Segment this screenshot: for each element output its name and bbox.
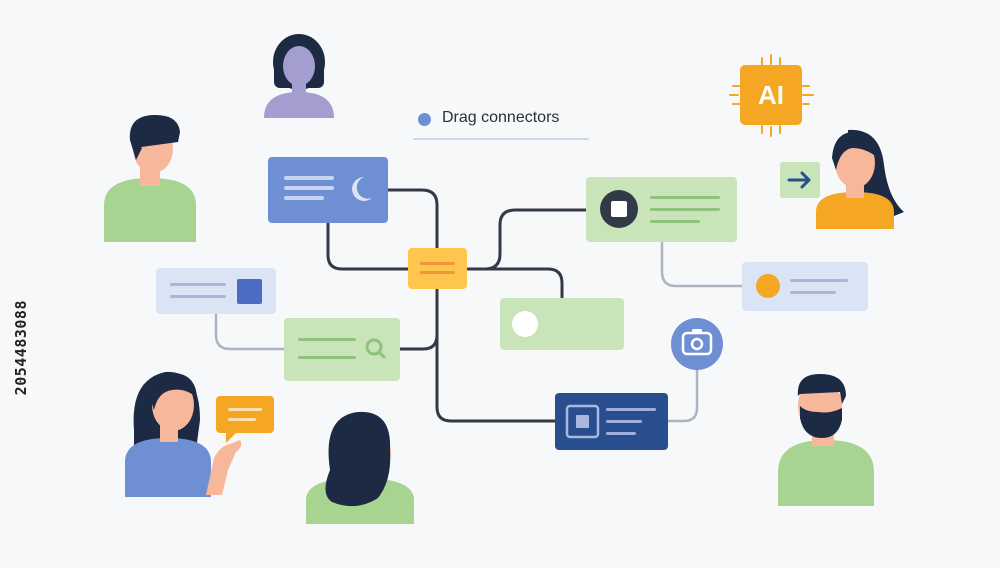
side-identifier: 2054483088 bbox=[12, 300, 30, 396]
square-icon bbox=[237, 279, 262, 304]
person-woman-top bbox=[264, 34, 334, 118]
connector-moon-down-to-hub[interactable] bbox=[326, 220, 410, 271]
connector-navy-to-camera[interactable] bbox=[666, 367, 699, 423]
search-icon bbox=[365, 338, 386, 359]
ai-badge-label: AI bbox=[758, 80, 784, 110]
connector-hub-to-record[interactable] bbox=[465, 267, 564, 300]
person-man-bottom-right bbox=[778, 374, 874, 506]
legend-dot-icon bbox=[418, 113, 431, 126]
node-record[interactable] bbox=[500, 298, 624, 350]
dot-icon bbox=[756, 274, 780, 298]
frame-icon bbox=[565, 404, 600, 439]
ai-chip-icon[interactable]: AI bbox=[729, 54, 814, 137]
legend: Drag connectors bbox=[413, 108, 589, 144]
moon-icon bbox=[352, 177, 372, 201]
connectors-light[interactable] bbox=[214, 240, 744, 423]
person-woman-right bbox=[816, 129, 904, 229]
arrow-right-icon[interactable] bbox=[780, 162, 820, 198]
node-stop[interactable] bbox=[586, 177, 737, 242]
legend-label: Drag connectors bbox=[442, 109, 560, 126]
node-orange-dot[interactable] bbox=[742, 262, 868, 311]
connector-hub-to-stop[interactable] bbox=[465, 208, 588, 271]
chat-bubble-icon[interactable] bbox=[216, 396, 274, 443]
node-moon[interactable] bbox=[268, 157, 388, 223]
connector-moon-to-hub[interactable] bbox=[386, 188, 439, 250]
connectors-dark[interactable] bbox=[326, 188, 588, 423]
node-hub[interactable] bbox=[408, 248, 467, 289]
person-woman-bottom-left bbox=[125, 371, 242, 497]
camera-icon[interactable] bbox=[671, 318, 723, 370]
connector-hub-to-search[interactable] bbox=[398, 287, 439, 351]
record-icon bbox=[512, 311, 538, 337]
person-woman-bottom-center bbox=[306, 411, 414, 524]
node-navy[interactable] bbox=[555, 393, 668, 450]
connector-search-to-blue[interactable] bbox=[214, 311, 286, 351]
connector-stop-to-orange[interactable] bbox=[660, 240, 744, 288]
node-search[interactable] bbox=[284, 318, 400, 381]
legend-underline bbox=[413, 138, 589, 140]
person-man-top-left bbox=[104, 114, 196, 242]
connector-hub-to-navy[interactable] bbox=[435, 287, 557, 423]
node-light-blue-left[interactable] bbox=[156, 268, 276, 314]
